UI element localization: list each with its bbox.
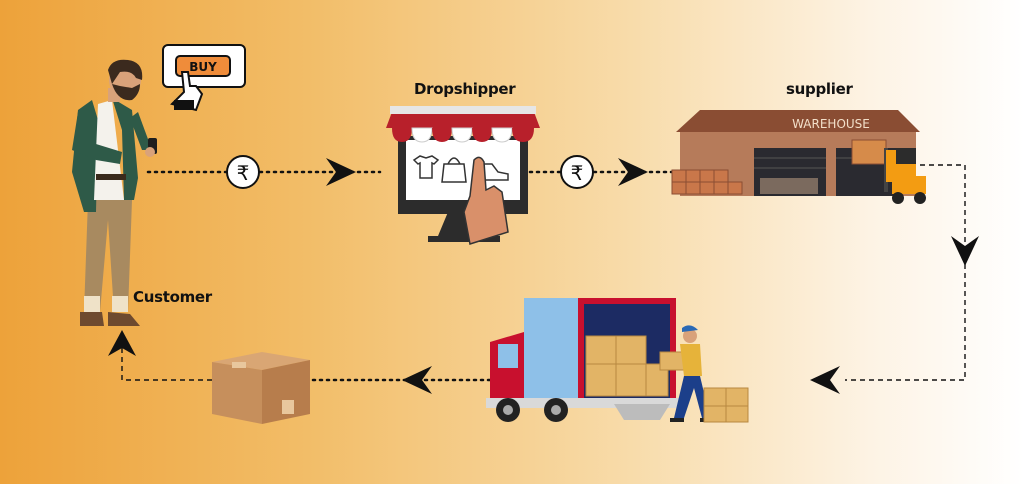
supplier-label: supplier [786,80,853,98]
rupee-icon: ₹ [560,155,594,189]
svg-text:₹: ₹ [237,161,250,185]
truck-icon [486,298,682,422]
box-stack-icon [703,387,749,423]
svg-text:WAREHOUSE: WAREHOUSE [792,117,870,131]
buy-button-icon: BUY [162,44,246,112]
flow-connectors [121,164,966,382]
arrow-icon [951,236,979,266]
monitor-shop-icon [386,106,540,245]
rupee-icon: ₹ [226,155,260,189]
arrow-icon [402,366,432,394]
arrow-icon [810,366,840,394]
svg-text:₹: ₹ [571,161,584,185]
customer-label: Customer [133,288,212,306]
delivery-worker [659,325,714,422]
arrow-icon [108,158,979,394]
arrow-icon [108,330,136,356]
customer-figure [72,59,157,326]
forklift-icon [851,139,926,204]
arrow-icon [618,158,648,186]
svg-text:BUY: BUY [189,60,217,74]
box-icon [212,352,310,424]
dropshipper-label: Dropshipper [414,80,516,98]
arrow-icon [326,158,356,186]
